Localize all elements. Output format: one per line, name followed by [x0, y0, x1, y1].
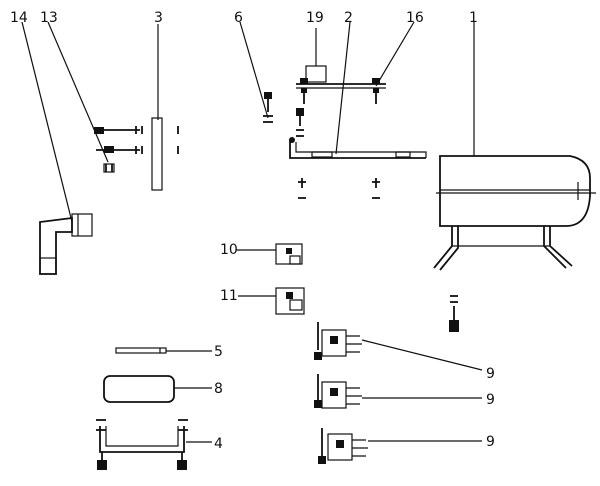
part-10-switch: [275, 243, 303, 265]
callout-11: 11: [220, 288, 238, 304]
callout-10: 10: [220, 242, 238, 258]
screw-right: [449, 295, 459, 332]
part-19-bracket: [296, 65, 386, 104]
callouts: 14 13 3 6 19 2 16 1 10 11 5 8 4 9 9 9: [10, 10, 495, 452]
callout-13: 13: [40, 10, 58, 26]
part-1-housing: [433, 155, 596, 271]
callout-2: 2: [344, 10, 353, 26]
callout-19: 19: [306, 10, 324, 26]
part-11-switch: [275, 287, 305, 315]
screw-stack-left: [296, 108, 304, 137]
part-4-bracket: [96, 419, 188, 470]
part-13-clip: [103, 163, 115, 173]
callout-8: 8: [214, 381, 223, 397]
part-8-pad: [103, 375, 175, 403]
callout-14: 14: [10, 10, 28, 26]
part-2-plate: [289, 137, 427, 159]
part-9-relay-b: [314, 374, 362, 409]
part-14-elbow: [39, 213, 93, 275]
screw-stack-under-plate: [298, 178, 380, 199]
part-3-bar: [94, 117, 179, 191]
callout-1: 1: [469, 10, 478, 26]
callout-16: 16: [406, 10, 424, 26]
callout-3: 3: [154, 10, 163, 26]
callout-9-a: 9: [486, 366, 495, 382]
callout-5: 5: [214, 344, 223, 360]
callout-9-c: 9: [486, 434, 495, 450]
callout-9-b: 9: [486, 392, 495, 408]
callout-6: 6: [234, 10, 243, 26]
part-5-strip: [115, 347, 167, 354]
part-9-relay-a: [314, 322, 362, 360]
part-9-relay-c: [318, 428, 368, 464]
leader-lines: [21, 21, 483, 443]
callout-4: 4: [214, 436, 223, 452]
